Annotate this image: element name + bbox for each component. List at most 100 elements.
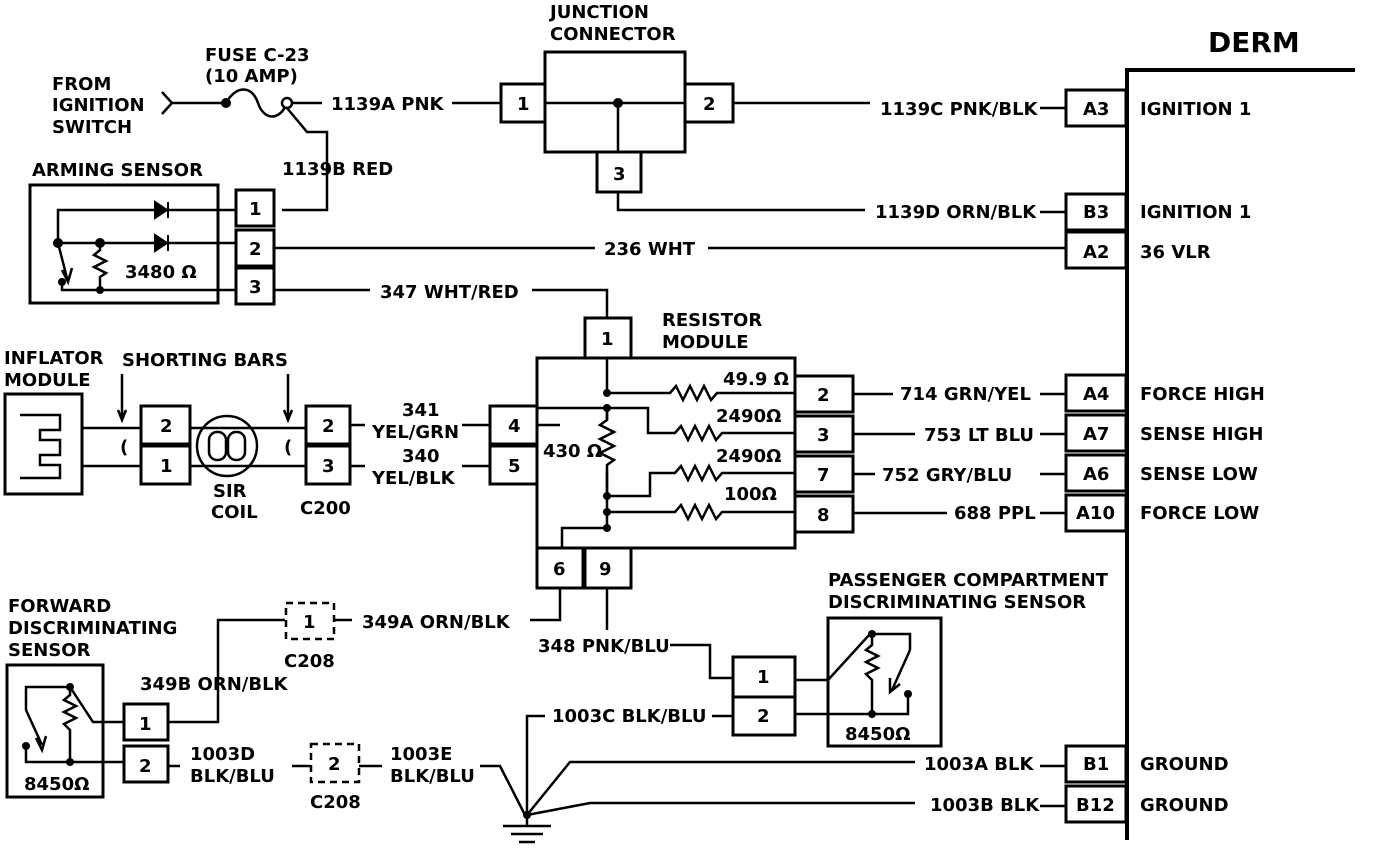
arming-pin-3 (234, 266, 276, 306)
forward-title-3: SENSOR (8, 640, 91, 661)
wire-349b-label: 349B ORN/BLK (140, 674, 289, 695)
wire-1003b-label: 1003B BLK (930, 795, 1040, 816)
derm-a3-function: IGNITION 1 (1140, 99, 1251, 120)
sir-coil-icon (195, 414, 259, 478)
resistor-pin-5-label: 5 (508, 456, 521, 477)
resistor-pin-6-label: 6 (553, 559, 566, 580)
ground-icon (503, 815, 551, 844)
junction-title-1: JUNCTION (548, 2, 649, 23)
resistor-module-title-1: RESISTOR (662, 310, 762, 331)
resistor-pin-2-label: 2 (817, 385, 830, 406)
passenger-title-1: PASSENGER COMPARTMENT (828, 570, 1109, 591)
forward-pin-1 (122, 702, 170, 742)
forward-pin-2-label: 2 (139, 756, 152, 777)
junction-pin-3 (595, 150, 643, 194)
diode-1-icon (154, 200, 169, 220)
forward-title-1: FORWARD (8, 596, 111, 617)
derm-pin-a7-label: A7 (1083, 424, 1109, 445)
wire-340-color: YEL/BLK (371, 468, 456, 489)
fuse-rating: (10 AMP) (205, 66, 298, 87)
wire-349a-label: 349A ORN/BLK (362, 612, 511, 633)
derm-pin-b3-label: B3 (1083, 202, 1109, 223)
derm-a4-function: FORCE HIGH (1140, 384, 1265, 405)
junction-pin-2-label: 2 (703, 94, 716, 115)
resistor-430-label: 430 Ω (543, 441, 602, 462)
sir-coil-label-1: SIR (213, 481, 247, 502)
resistor-100-label: 100Ω (724, 484, 777, 505)
arming-sensor: ARMING SENSOR 3480 Ω 1 2 3 236 WHT 347 W… (28, 160, 1066, 318)
junction-connector: JUNCTION CONNECTOR 1 2 3 1139C PNK/BLK 1… (499, 2, 1066, 223)
wire-1003a-label: 1003A BLK (924, 754, 1034, 775)
derm-module: DERM A3 IGNITION 1 B3 IGNITION 1 A2 36 V… (1064, 26, 1355, 840)
arming-pin-2-label: 2 (249, 239, 262, 260)
derm-pin-b3 (1064, 192, 1128, 232)
inflator-element-icon (20, 413, 62, 480)
passenger-pin-1-label: 1 (757, 667, 770, 688)
junction-pin-3-label: 3 (613, 164, 626, 185)
fuse-symbol (224, 88, 289, 118)
resistor-pin-3-label: 3 (817, 425, 830, 446)
resistor-pin-9 (583, 546, 633, 590)
derm-pin-a7 (1064, 413, 1128, 453)
wire-1003e-number: 1003E (390, 744, 452, 765)
from-label-3: SWITCH (52, 117, 132, 138)
wire-1139b-label: 1139B RED (282, 159, 393, 180)
arming-pin-2 (234, 228, 276, 268)
resistor-pin-1-label: 1 (601, 329, 614, 350)
derm-title: DERM (1208, 26, 1300, 59)
arming-pin-1-label: 1 (249, 199, 262, 220)
derm-a10-function: FORCE LOW (1140, 503, 1259, 524)
c208-pin-2-label: 2 (328, 754, 341, 775)
shorting-bar-right: ( (284, 437, 292, 458)
resistor-pin-3 (793, 414, 855, 454)
inflator-pin-2-label: 2 (160, 416, 173, 437)
inflator-pin-1 (139, 444, 192, 486)
resistor-430-icon (597, 408, 617, 496)
inflator-title-2: MODULE (4, 370, 91, 391)
derm-a2-function: 36 VLR (1140, 242, 1211, 263)
shorting-bar-left: ( (120, 437, 128, 458)
junction-pin-2 (683, 82, 735, 124)
wire-1139d-label: 1139D ORN/BLK (875, 202, 1037, 223)
wire-340-number: 340 (402, 446, 440, 467)
derm-b1-function: GROUND (1140, 754, 1229, 775)
junction-pin-1 (499, 82, 547, 124)
passenger-switch-icon (888, 649, 912, 695)
derm-pin-a10 (1064, 493, 1128, 533)
wire-753-label: 753 LT BLU (924, 425, 1034, 446)
resistor-module-title-2: MODULE (662, 332, 749, 353)
wire-752-label: 752 GRY/BLU (882, 465, 1012, 486)
derm-pin-a3-label: A3 (1083, 99, 1109, 120)
passenger-title-2: DISCRIMINATING SENSOR (828, 592, 1086, 613)
passenger-resistance: 8450Ω (845, 724, 910, 745)
resistor-icon (91, 243, 109, 290)
inflator-pin-1-label: 1 (160, 456, 173, 477)
resistor-pin-4-label: 4 (508, 416, 521, 437)
resistor-pin-7-label: 7 (817, 465, 830, 486)
c208-label-bottom: C208 (310, 792, 361, 813)
forward-switch-icon (24, 709, 48, 754)
from-label-1: FROM (52, 74, 111, 95)
wire-347-label: 347 WHT/RED (380, 282, 519, 303)
passenger-pin-2-label: 2 (757, 706, 770, 727)
derm-pin-a10-label: A10 (1076, 503, 1115, 524)
ignition-feed: FROM IGNITION SWITCH FUSE C-23 (10 AMP) … (52, 45, 500, 212)
c208-pin-1 (284, 601, 336, 641)
sir-coil-label-2: COIL (211, 502, 258, 523)
shorting-bars-label: SHORTING BARS (122, 350, 288, 371)
c200-label: C200 (300, 498, 351, 519)
derm-pin-b1 (1064, 744, 1128, 784)
from-label-2: IGNITION (52, 95, 145, 116)
forward-pin-1-label: 1 (139, 714, 152, 735)
wire-714-label: 714 GRN/YEL (900, 384, 1031, 405)
passenger-resistor-icon (863, 634, 881, 714)
wire-1003d-number: 1003D (190, 744, 255, 765)
wire-688-label: 688 PPL (954, 503, 1036, 524)
wire-1003d-color: BLK/BLU (190, 766, 275, 787)
forward-title-2: DISCRIMINATING (8, 618, 177, 639)
resistor-49-9-label: 49.9 Ω (723, 369, 789, 390)
resistor-2490b-label: 2490Ω (716, 446, 781, 467)
inflator-title-1: INFLATOR (4, 348, 104, 369)
derm-a6-function: SENSE LOW (1140, 464, 1258, 485)
